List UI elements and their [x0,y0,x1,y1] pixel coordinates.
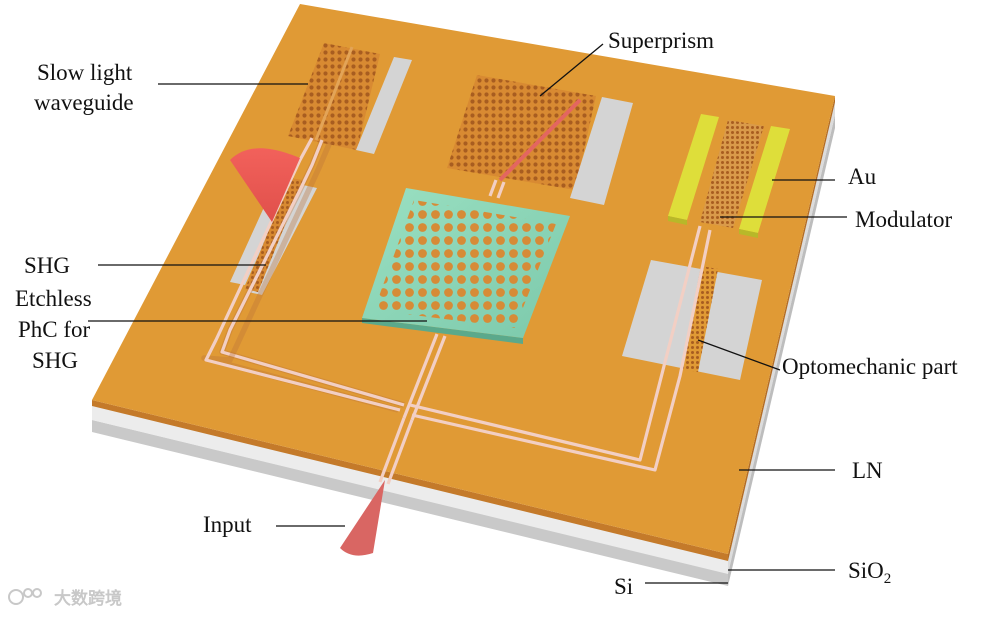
watermark-logo-icon [8,589,24,605]
superprism-pad [570,97,633,205]
au-electrode-left-side [668,216,687,225]
label-ln: LN [852,458,883,483]
label-optomechanic: Optomechanic part [782,354,958,379]
sio2-layer-right [728,100,835,574]
optomechanic-holes [681,266,718,372]
label-etchless-2: PhC for [18,317,91,342]
input-cone [340,480,385,556]
label-sio2: SiO2 [848,558,891,587]
shg-phc-holes [245,178,303,292]
label-etchless-1: Etchless [15,286,92,311]
shg-output-beam [230,148,300,222]
label-etchless-3: SHG [32,348,78,373]
si-layer [92,420,728,586]
waveguide-network [201,137,712,485]
superprism-phc-holes [447,75,596,190]
label-superprism: Superprism [608,28,714,53]
etchless-phc-side [362,318,523,344]
au-electrode-right [739,126,790,233]
ln-edge-right [728,96,835,561]
watermark: 大数跨境 [8,588,122,609]
label-modulator: Modulator [855,207,952,232]
ln-edge [92,400,728,561]
label-input: Input [203,512,252,537]
slow-light-pad [356,57,412,154]
sio2-layer [92,405,728,574]
au-electrode-left [668,114,719,220]
label-slow-light-2: waveguide [34,90,134,115]
label-au: Au [848,164,877,189]
watermark-text: 大数跨境 [54,588,122,609]
au-electrode-right-side [739,229,758,238]
si-layer-right [728,115,835,586]
superprism-beam [498,98,582,182]
label-si: Si [614,574,633,599]
modulator-holes [700,120,764,228]
label-shg: SHG [24,253,70,278]
label-slow-light-1: Slow light [37,60,133,85]
etchless-phc-holes [374,200,556,328]
